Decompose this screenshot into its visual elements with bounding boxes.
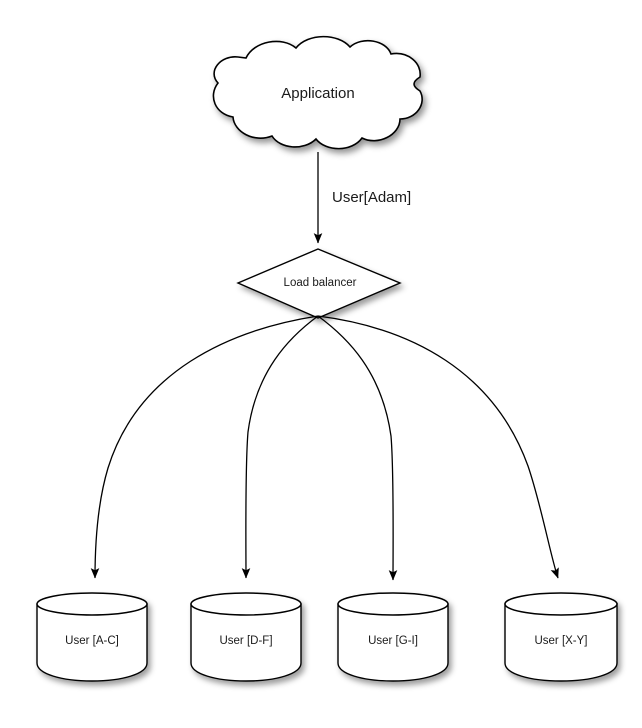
cylinder-body-1 <box>190 603 302 682</box>
node-database-1[interactable]: User [D-F] <box>190 592 302 682</box>
database-label-0: User [A-C] <box>65 635 119 647</box>
cylinder-top-1 <box>190 592 302 616</box>
cylinder-body-0 <box>36 603 148 682</box>
cylinder-top-2 <box>337 592 449 616</box>
cylinder-top-0 <box>36 592 148 616</box>
node-database-3[interactable]: User [X-Y] <box>504 592 618 682</box>
database-label-1: User [D-F] <box>219 635 272 647</box>
edge-curve-db-2 <box>317 315 398 581</box>
edge-balancer-to-db-3[interactable] <box>317 315 559 579</box>
diamond-shape <box>236 248 402 319</box>
edge-label-user-adam: User[Adam] <box>332 189 411 206</box>
cylinder-body-2 <box>337 603 449 682</box>
database-label-2: User [G-I] <box>368 635 418 647</box>
cylinder-top-3 <box>504 592 618 616</box>
edge-curve-db-1 <box>241 315 319 579</box>
cloud-label: Application <box>281 85 354 102</box>
edge-balancer-to-db-2[interactable] <box>317 315 398 581</box>
node-application[interactable]: Application <box>212 35 423 150</box>
cloud-shape <box>212 35 423 150</box>
node-database-2[interactable]: User [G-I] <box>337 592 449 682</box>
edge-balancer-to-db-0[interactable] <box>90 315 319 579</box>
edge-balancer-to-db-1[interactable] <box>241 315 319 579</box>
diamond-label: Load balancer <box>284 277 357 289</box>
edge-application-to-balancer[interactable]: User[Adam] <box>313 152 411 244</box>
node-database-0[interactable]: User [A-C] <box>36 592 148 682</box>
database-label-3: User [X-Y] <box>534 635 587 647</box>
cylinder-body-3 <box>504 603 618 682</box>
node-load-balancer[interactable]: Load balancer <box>236 248 402 319</box>
edge-curve-db-0 <box>90 315 319 579</box>
edge-curve-db-3 <box>317 315 559 579</box>
